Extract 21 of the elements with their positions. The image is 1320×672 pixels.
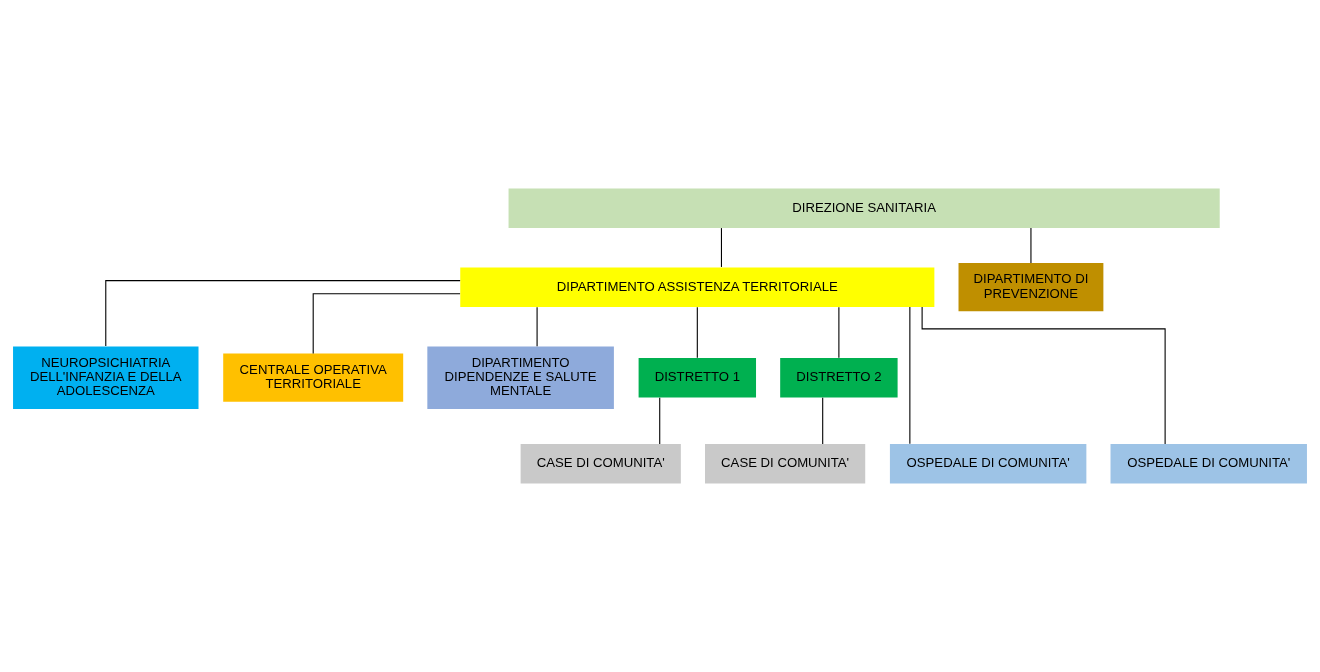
node-box: DIPARTIMENTO DIPENDENZE E SALUTE MENTALE (427, 346, 614, 409)
node-box: CASE DI COMUNITA' (520, 444, 681, 484)
connector (909, 306, 911, 445)
node-box: OSPEDALE DI COMUNITA' (889, 444, 1087, 484)
connector (838, 306, 840, 359)
connector (105, 280, 461, 347)
node-box: NEUROPSICHIATRIA DELL'INFANZIA E DELLA ADOLESCENZA (13, 346, 199, 409)
node-box: CASE DI COMUNITA' (705, 444, 866, 484)
connector (921, 306, 1166, 445)
connector (312, 293, 461, 354)
node-box: DISTRETTO 1 (638, 357, 757, 398)
node-box: OSPEDALE DI COMUNITA' (1110, 444, 1307, 484)
connector (696, 306, 698, 359)
connector (659, 397, 661, 445)
node-box: DIREZIONE SANITARIA (508, 188, 1220, 228)
node-box: DIPARTIMENTO DI PREVENZIONE (958, 263, 1104, 312)
node-box: CENTRALE OPERATIVA TERRITORIALE (223, 353, 404, 402)
connector (720, 227, 722, 268)
connector (822, 397, 824, 445)
node-box: DISTRETTO 2 (780, 357, 898, 398)
node-box: DIPARTIMENTO ASSISTENZA TERRITORIALE (460, 267, 935, 307)
